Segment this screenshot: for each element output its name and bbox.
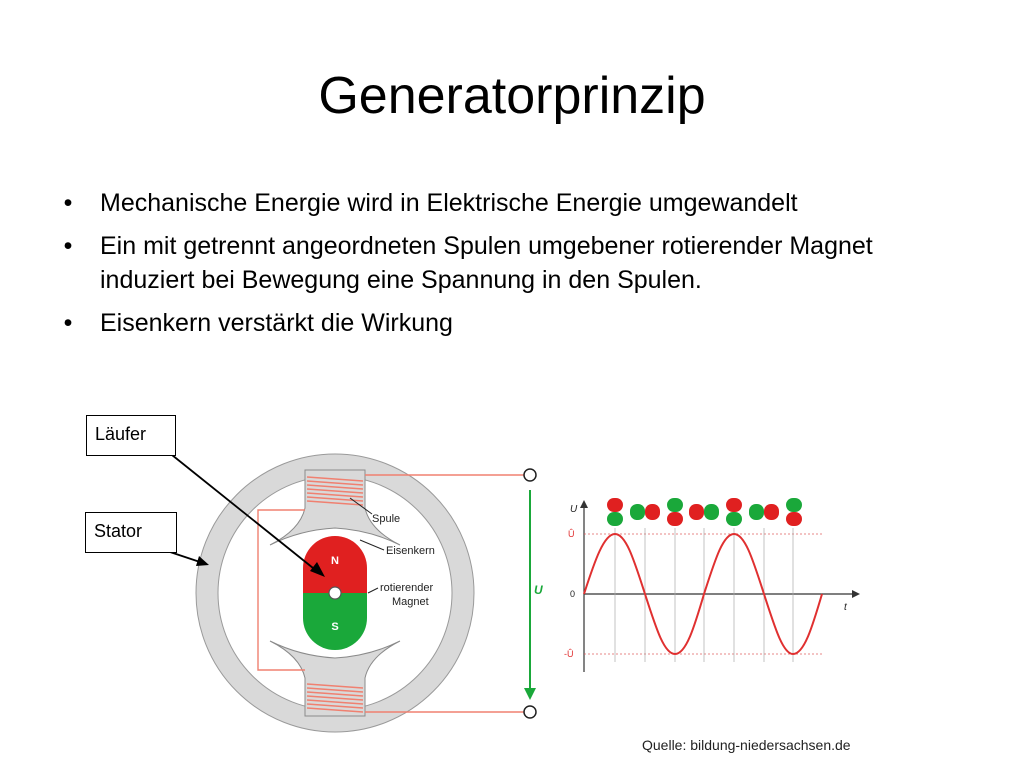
- graph-umax-tick: Û: [568, 529, 575, 539]
- south-label: S: [331, 621, 338, 633]
- graph-zero-tick: 0: [570, 589, 575, 599]
- rotating-magnet: N S: [303, 536, 367, 650]
- bullet-text: Eisenkern verstärkt die Wirkung: [100, 309, 453, 337]
- magnet-icon-horizontal: [749, 504, 779, 520]
- source-credit: Quelle: bildung-niedersachsen.de: [642, 737, 851, 753]
- spule-leader: [349, 497, 373, 515]
- magnet-icon-vertical: [667, 498, 683, 526]
- voltage-graph: U t Û 0 -Û: [564, 498, 860, 672]
- bullet-text: Mechanische Energie wird in Elektrische …: [100, 189, 798, 217]
- stator-callout: Stator: [85, 512, 177, 553]
- magnet-south-pole: [303, 593, 367, 650]
- graph-x-axis-arrow: [852, 590, 860, 598]
- graph-umin-tick: -Û: [564, 649, 574, 659]
- coil-wiring: [257, 474, 525, 713]
- stator-ring-outer-edge: [195, 453, 475, 733]
- bullet-dot: •: [63, 189, 73, 217]
- bullet-dot: •: [63, 309, 73, 337]
- terminal-bottom: [523, 705, 537, 719]
- bullet-item: • Ein mit getrennt angeordneten Spulen u…: [58, 229, 958, 297]
- terminal-top: [523, 468, 537, 482]
- graph-sine-curve: [583, 532, 823, 656]
- magnet-icon-vertical: [607, 498, 623, 526]
- magnet-icon-vertical: [786, 498, 802, 526]
- magnet-position-icons: [607, 498, 802, 526]
- upper-coil: [306, 476, 364, 506]
- graph-y-label: U: [570, 504, 578, 515]
- bullet-dot: •: [63, 232, 73, 260]
- voltage-arrow-head: [524, 688, 536, 700]
- graph-y-axis-arrow: [580, 500, 588, 508]
- bullet-item: • Eisenkern verstärkt die Wirkung: [58, 306, 958, 340]
- magnet-icon-horizontal: [630, 504, 660, 520]
- lower-coil: [306, 683, 364, 713]
- eisenkern-leader: [359, 539, 385, 551]
- north-label: N: [331, 555, 339, 567]
- upper-iron-core: [269, 469, 401, 546]
- lower-iron-core: [269, 640, 401, 717]
- slide-title: Generatorprinzip: [318, 67, 706, 125]
- graph-x-label: t: [844, 602, 848, 613]
- bullet-item: • Mechanische Energie wird in Elektrisch…: [58, 186, 958, 220]
- bullet-list: • Mechanische Energie wird in Elektrisch…: [58, 186, 958, 349]
- magnet-label-line1: rotierender: [380, 582, 434, 594]
- magnet-north-pole: [303, 536, 367, 593]
- magnet-icon-horizontal: [689, 504, 719, 520]
- stator-ring: [196, 454, 474, 732]
- voltage-label: U: [534, 583, 543, 597]
- magnet-label-line2: Magnet: [392, 596, 429, 608]
- eisenkern-label: Eisenkern: [386, 545, 435, 557]
- magnet-leader: [367, 587, 379, 594]
- magnet-icon-vertical: [726, 498, 742, 526]
- magnet-axis: [328, 586, 342, 600]
- laeufer-arrow: [171, 454, 325, 577]
- spule-label: Spule: [372, 513, 400, 525]
- bullet-text: Ein mit getrennt angeordneten Spulen umg…: [100, 232, 873, 294]
- laeufer-callout: Läufer: [86, 415, 176, 456]
